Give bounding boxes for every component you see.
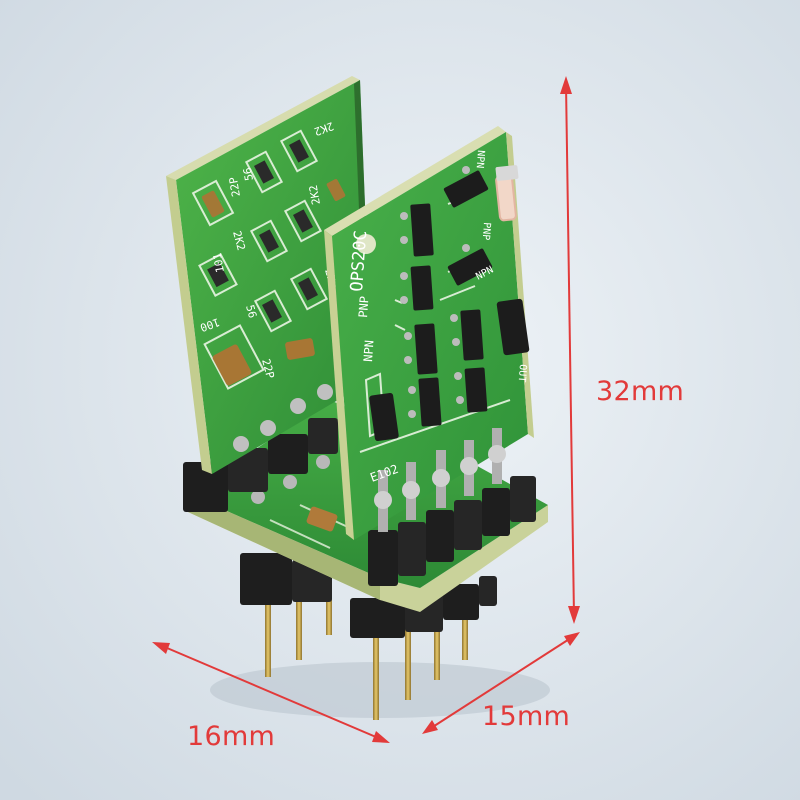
back-header [183,418,338,512]
depth-dimension-line [427,635,575,731]
glass-led [495,174,517,222]
back-marking-100: 100 [198,315,221,334]
back-marking-22p-bottom: 22P [259,357,277,380]
gold-pins [265,585,468,720]
front-marking-pnp-right: PNP [480,222,492,241]
front-marking-npn-top: NPN [474,150,486,169]
front-marking-pnp: PNP [356,296,371,319]
height-arrow-bottom [568,606,580,624]
height-dimension-line [565,83,575,617]
back-marking-2k2-top: 2K2 [312,119,335,138]
back-marking-2k2-mid-left: 2K2 [230,229,248,252]
width-dimension-line [159,644,384,741]
width-arrow-right [372,731,390,743]
back-board: 22P 56 2K2 2K2 2K2 100 56 22P 2K2 101 [166,76,372,474]
back-marking-101: 101 [211,252,227,274]
depth-arrow-right [564,632,580,646]
front-marking-model: OPS20C [347,230,371,293]
width-arrow-left [152,642,170,654]
mounting-hole [356,234,376,254]
dimension-lines [152,76,580,743]
back-marking-2k2-mid-right: 2K2 [307,184,323,206]
front-marking-side: OUT [516,364,528,383]
back-marking-56-bottom: 56 [243,303,259,319]
width-dimension-label: 16mm [187,721,276,752]
front-header [368,476,536,586]
front-pin-solder [374,428,506,532]
front-marking-npn: NPN [361,340,376,363]
shadow [210,662,550,718]
front-board: OPS20C PNP NPN NPN PNP NPN E102 OUT [324,126,534,540]
depth-dimension-label: 15mm [482,701,571,732]
height-arrow-top [560,76,572,94]
height-dimension-label: 32mm [596,376,685,407]
depth-arrow-left [422,720,438,734]
back-marking-22p-top: 22P [227,176,243,198]
back-marking-56-top: 56 [241,166,256,181]
